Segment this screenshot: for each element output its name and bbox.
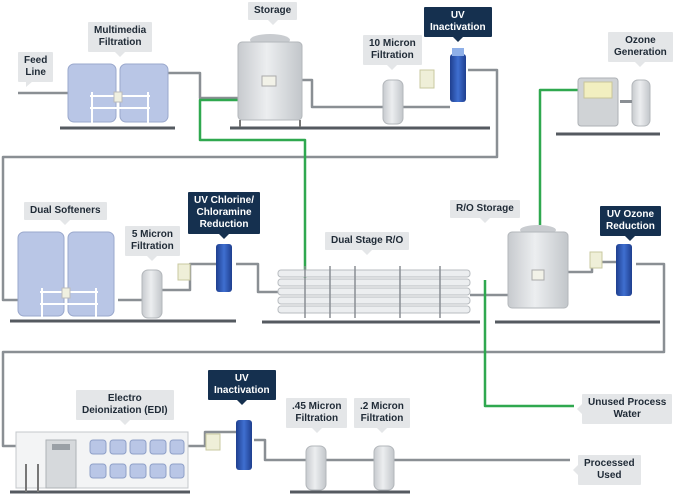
pipe-storage-to-10-micron <box>300 78 385 109</box>
uv-chlorine-unit <box>216 244 232 292</box>
pipe-uv-ozone-return <box>1 262 666 448</box>
green-pipe-ro-storage-to-ozone <box>538 88 580 225</box>
label-dual-softeners: Dual Softeners <box>24 202 107 225</box>
storage-tank <box>237 34 303 127</box>
uv-ozone-unit <box>589 244 632 296</box>
green-pipe-to-unused-water <box>483 280 574 408</box>
label-multimedia-filtration: Multimedia Filtration <box>88 22 153 57</box>
ten-micron-filter <box>382 69 435 125</box>
five-micron-filter <box>141 263 191 319</box>
pipe-uv-chlorine-to-ro <box>236 262 282 294</box>
dual-stage-ro-rack <box>277 266 471 318</box>
label-ozone-generation: Ozone Generation <box>608 32 673 67</box>
label-uv-ozone-reduction: UV Ozone Reduction <box>600 206 661 241</box>
pipe-uv-to-return <box>1 68 499 302</box>
label-unused-process-water: Unused Process Water <box>576 394 673 424</box>
label-processed-used: Processed Used <box>573 455 641 485</box>
label-uv-inactivation-top: UV Inactivation <box>424 7 492 42</box>
ro-storage-tank <box>507 225 569 309</box>
point45-micron-filter <box>305 445 327 491</box>
label-five-micron-filtration: 5 Micron Filtration <box>125 226 180 261</box>
label-uv-chlorine-reduction: UV Chlorine/ Chloramine Reduction <box>188 192 261 239</box>
uv-unit-bottom <box>205 420 252 470</box>
recirculation-pipes <box>198 88 580 408</box>
label-point2-micron-filtration: .2 Micron Filtration <box>354 398 410 433</box>
label-point45-micron-filtration: .45 Micron Filtration <box>286 398 348 433</box>
label-uv-inactivation-bottom: UV Inactivation <box>208 370 276 405</box>
edi-unit <box>15 431 189 492</box>
process-pipes <box>1 68 666 462</box>
pipe-multimedia-to-storage <box>168 71 240 100</box>
label-ten-micron-filtration: 10 Micron Filtration <box>363 35 422 70</box>
green-pipe-storage-to-ro <box>198 98 307 278</box>
dual-softeners <box>17 231 115 318</box>
label-ro-storage: R/O Storage <box>450 200 520 223</box>
label-dual-stage-ro: Dual Stage R/O <box>325 232 410 255</box>
label-electro-deionization: Electro Deionization (EDI) <box>76 390 174 425</box>
label-feed-line: Feed Line <box>18 52 54 87</box>
label-storage: Storage <box>248 2 298 25</box>
pipe-edi-to-uv <box>184 430 236 448</box>
pipe-uv-to-45-micron <box>254 438 306 462</box>
ozone-generator <box>577 77 651 127</box>
multimedia-tanks <box>67 63 169 124</box>
point2-micron-filter <box>373 445 395 491</box>
floor-bases <box>10 126 660 494</box>
uv-unit-top <box>450 48 466 102</box>
